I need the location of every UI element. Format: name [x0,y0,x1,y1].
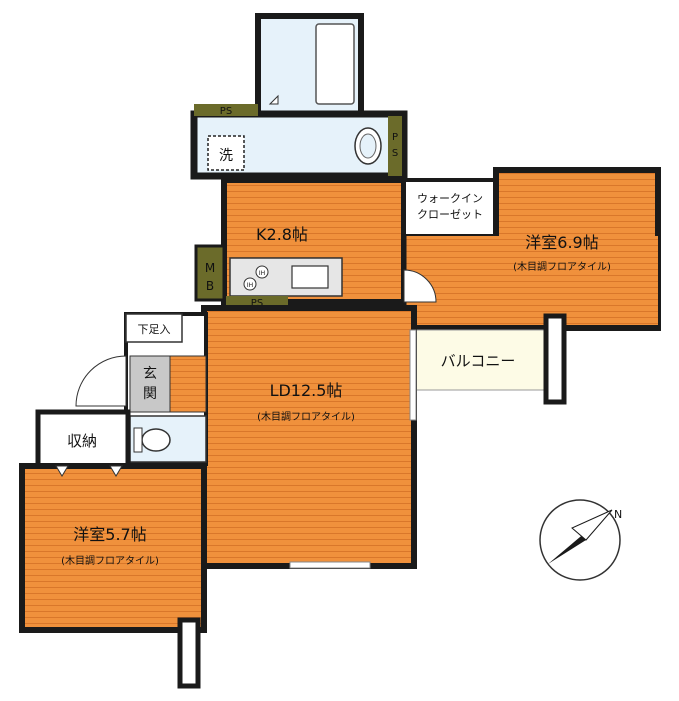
toilet [141,428,171,452]
meter-box [194,244,226,302]
bedroom-right-label: 洋室6.9帖 [525,233,598,252]
washroom: 洗 [190,110,408,180]
mb-label-1: M [205,261,215,275]
washer-space [207,135,245,171]
entrance-area: 玄 関 下足入 [75,312,208,466]
mb-label-2: B [206,279,214,293]
ih-burner-2 [243,277,257,291]
entrance-door [75,355,127,407]
entrance-label-2: 関 [143,386,157,402]
bedroom-door [403,269,437,303]
bedroom-right: 洋室6.9帖 (木目調フロアタイル) [401,167,661,331]
compass: N [539,499,622,581]
bedroom-left-note: (木目調フロアタイル) [61,554,159,567]
kitchen-label: K2.8帖 [256,225,308,244]
kitchen-sink [291,265,329,289]
balcony: バルコニー [413,313,567,405]
ps-kitchen-label: PS [251,298,263,309]
hall-floor [169,355,207,413]
bedroom-left-pillar [177,617,201,689]
living-label: LD12.5帖 [270,381,343,400]
bedroom-right-note: (木目調フロアタイル) [513,260,611,273]
bedroom-left-label: 洋室5.7帖 [73,525,146,544]
balcony-label: バルコニー [441,352,516,370]
ps-side-label-1: P [392,132,398,143]
compass-north-label: N [614,508,622,521]
wic-label-1: ウォークイン [417,192,483,205]
shoe-rack-label: 下足入 [138,323,171,336]
ps-top-label: PS [220,106,232,117]
entrance-tile [129,355,171,413]
storage-label: 収納 [67,432,97,450]
living-dining: LD12.5帖 (木目調フロアタイル) [201,305,417,569]
living-bottom-window [289,561,371,569]
ps-side-label-2: S [392,148,398,159]
shoe-rack [125,313,183,343]
living-note: (木目調フロアタイル) [257,410,355,423]
kitchen: K2.8帖 IH IH [221,177,407,305]
svg-text:IH: IH [247,282,253,289]
bathroom [255,13,364,117]
walk-in-closet: ウォークイン クローゼット [402,178,498,238]
living-window [409,329,417,421]
entrance-label-1: 玄 [143,365,157,382]
svg-text:IH: IH [259,270,265,277]
pipe-space-top [194,104,258,116]
pipe-space-side [388,116,402,176]
storage: 収納 [35,409,131,469]
washer-label: 洗 [219,148,233,164]
ih-burner-1 [255,265,269,279]
wic-label-2: クローゼット [417,208,483,221]
bedroom-left: 洋室5.7帖 (木目調フロアタイル) [19,463,207,689]
